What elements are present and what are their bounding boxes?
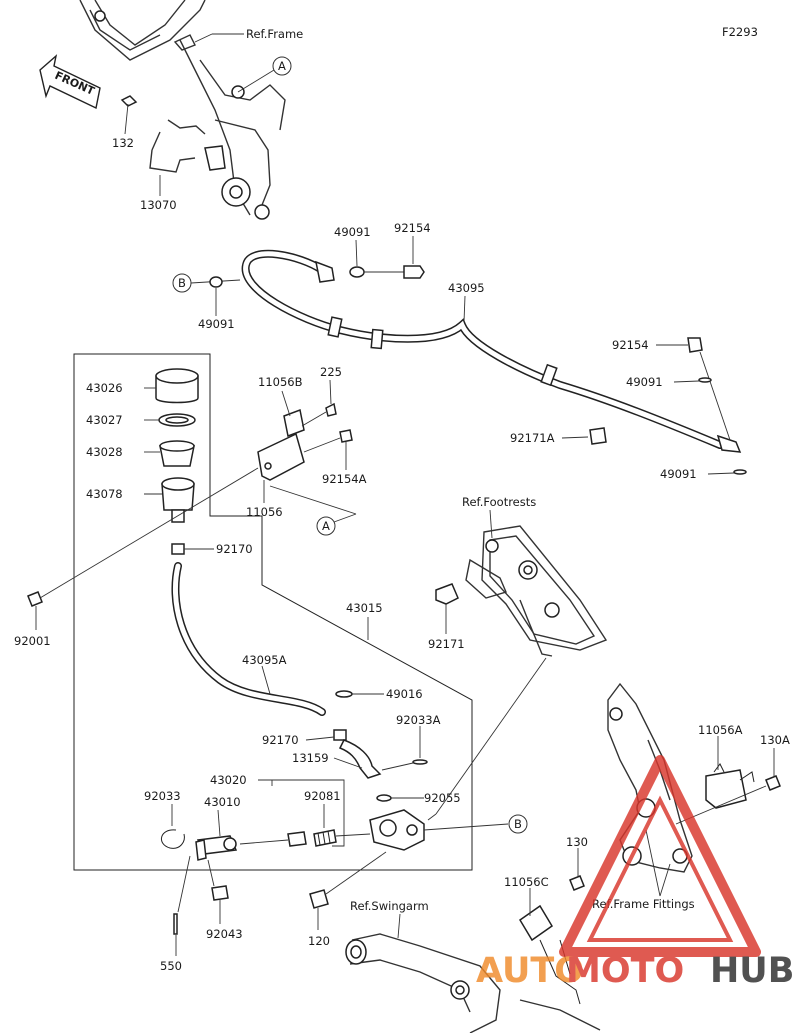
pin-550 bbox=[173, 855, 191, 956]
bolt-120 bbox=[309, 851, 387, 930]
part-label-92170-top: 92170 bbox=[216, 542, 253, 556]
bracket-11056C bbox=[518, 888, 581, 1005]
reservoir-43078 bbox=[144, 477, 195, 523]
callout-a-mid: A bbox=[269, 485, 357, 536]
clamp-92171A bbox=[561, 427, 607, 445]
part-label-13159: 13159 bbox=[292, 751, 329, 765]
bolt-132 bbox=[120, 95, 138, 135]
bracket-11056A bbox=[705, 736, 755, 809]
front-arrow-icon: FRONT bbox=[39, 54, 101, 110]
brake-hose-clamp-13070 bbox=[149, 119, 206, 196]
reservoir-hose-43095A bbox=[171, 562, 326, 716]
part-label-130A: 130A bbox=[760, 733, 790, 747]
figure-code: F2293 bbox=[722, 25, 758, 39]
spring-92081 bbox=[313, 804, 337, 847]
part-label-120: 120 bbox=[308, 934, 330, 948]
part-label-92154-top: 92154 bbox=[394, 221, 431, 235]
part-label-43028: 43028 bbox=[86, 445, 123, 459]
reservoir-cap-43026 bbox=[144, 368, 199, 404]
clip-92170-top bbox=[171, 543, 214, 555]
part-label-92170-mid: 92170 bbox=[262, 733, 299, 747]
part-label-92154A: 92154A bbox=[322, 472, 367, 486]
part-label-49091-right: 49091 bbox=[626, 375, 663, 389]
part-label-49091-top: 49091 bbox=[334, 225, 371, 239]
svg-text:AUTO: AUTO bbox=[476, 951, 584, 991]
seal-92033A bbox=[381, 726, 428, 771]
swingarm bbox=[345, 933, 601, 1033]
svg-text:MOTO: MOTO bbox=[566, 951, 684, 991]
washer-49091-left bbox=[209, 276, 223, 316]
bolt-92154A bbox=[303, 429, 353, 470]
part-label-92001: 92001 bbox=[14, 634, 51, 648]
assembly-frame-43015 bbox=[73, 353, 473, 871]
part-label-43027: 43027 bbox=[86, 413, 123, 427]
part-label-550: 550 bbox=[160, 959, 182, 973]
part-label-132: 132 bbox=[112, 136, 134, 150]
part-label-130: 130 bbox=[566, 835, 588, 849]
part-label-43026: 43026 bbox=[86, 381, 123, 395]
part-label-11056B: 11056B bbox=[258, 375, 303, 389]
part-label-13070: 13070 bbox=[140, 198, 177, 212]
part-label-49016: 49016 bbox=[386, 687, 423, 701]
joint-13159 bbox=[333, 739, 382, 779]
part-label-92171A: 92171A bbox=[510, 431, 555, 445]
banjo-bolt-92154-top bbox=[403, 265, 425, 279]
part-label-49091-bottom: 49091 bbox=[660, 467, 697, 481]
callout-b-left: B bbox=[172, 273, 241, 293]
svg-text:B: B bbox=[178, 276, 186, 290]
part-label-11056A: 11056A bbox=[698, 723, 743, 737]
part-label-92055: 92055 bbox=[424, 791, 461, 805]
part-label-92043: 92043 bbox=[206, 927, 243, 941]
part-label-92171: 92171 bbox=[428, 637, 465, 651]
clevis-pin-92043 bbox=[207, 859, 229, 924]
label-ref-frame: Ref.Frame bbox=[246, 27, 303, 41]
callout-a-top: A bbox=[237, 56, 292, 93]
part-label-43078: 43078 bbox=[86, 487, 123, 501]
washer-49091-bottom bbox=[707, 469, 747, 475]
part-label-92033: 92033 bbox=[144, 789, 181, 803]
part-label-225: 225 bbox=[320, 365, 342, 379]
svg-text:HUB: HUB bbox=[710, 951, 794, 991]
part-label-43010: 43010 bbox=[204, 795, 241, 809]
frame-bracket bbox=[79, 0, 286, 220]
washer-49091-top bbox=[349, 266, 405, 278]
part-label-92033A: 92033A bbox=[396, 713, 441, 727]
label-ref-swingarm: Ref.Swingarm bbox=[350, 899, 429, 913]
clip-92170-mid bbox=[305, 729, 347, 741]
part-label-11056C: 11056C bbox=[504, 875, 549, 889]
svg-text:B: B bbox=[514, 817, 522, 831]
part-label-49091-left: 49091 bbox=[198, 317, 235, 331]
circlip-92033 bbox=[161, 804, 185, 849]
svg-text:A: A bbox=[278, 59, 286, 73]
part-label-43015: 43015 bbox=[346, 601, 383, 615]
part-label-11056: 11056 bbox=[246, 505, 283, 519]
clip-49016 bbox=[335, 690, 384, 698]
automotohub-watermark-logo: AUTO MOTO HUB bbox=[476, 755, 794, 991]
bracket-11056 bbox=[257, 408, 305, 481]
label-ref-frame-fittings: Ref.Frame Fittings bbox=[592, 897, 695, 911]
label-ref-footrests: Ref.Footrests bbox=[462, 495, 536, 509]
group-bracket-43020 bbox=[258, 779, 345, 847]
washer-49091-right bbox=[673, 377, 712, 383]
part-label-92154-right: 92154 bbox=[612, 338, 649, 352]
footrest-plate bbox=[427, 525, 608, 821]
o-ring-92055 bbox=[376, 794, 424, 802]
part-label-92081: 92081 bbox=[304, 789, 341, 803]
bolt-130 bbox=[569, 848, 585, 891]
banjo-bolt-92154-right bbox=[656, 337, 731, 441]
svg-text:A: A bbox=[322, 519, 330, 533]
master-cylinder-body bbox=[335, 809, 509, 851]
brake-hose-43095 bbox=[241, 249, 742, 453]
diaphragm-43028 bbox=[144, 440, 195, 467]
plate-43027 bbox=[144, 413, 196, 427]
bolt-225 bbox=[301, 379, 337, 427]
push-rod-43010 bbox=[195, 809, 238, 861]
bolt-92001 bbox=[27, 467, 259, 630]
part-label-43095: 43095 bbox=[448, 281, 485, 295]
part-label-43020: 43020 bbox=[210, 773, 247, 787]
callout-b-right: B bbox=[508, 814, 528, 834]
part-label-43095A: 43095A bbox=[242, 653, 287, 667]
piston-cup bbox=[239, 831, 307, 847]
